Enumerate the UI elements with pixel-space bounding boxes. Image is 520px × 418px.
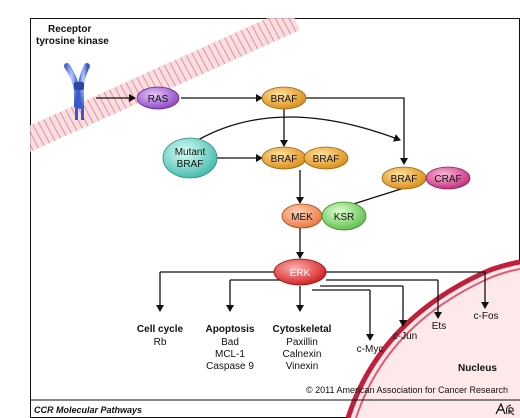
target-cfos: c-Fos [474,311,499,322]
node-braf-hetero: BRAF [381,166,427,190]
svg-text:Calnexin: Calnexin [283,349,322,360]
edge-mutant-hetero [197,116,401,142]
svg-text:CRAF: CRAF [434,174,461,185]
braf-pathway-diagram: Receptor tyrosine kinase Nucleus [30,18,520,418]
aacr-logo [495,402,515,416]
figure-frame: Receptor tyrosine kinase Nucleus [30,18,520,418]
nucleus [345,259,520,418]
svg-text:Bad: Bad [221,337,239,348]
target-cytoskeletal: Cytoskeletal Paxillin Calnexin Vinexin [273,324,332,372]
svg-text:BRAF: BRAF [271,94,298,105]
svg-text:KSR: KSR [334,212,355,223]
node-craf: CRAF [425,166,471,190]
svg-text:MCL-1: MCL-1 [215,349,245,360]
target-cjun: c-Jun [393,331,417,342]
receptor-label-line1: Receptor [48,24,91,35]
svg-text:Paxillin: Paxillin [286,337,318,348]
edge-braf-hetero [306,97,408,165]
cell-membrane [30,18,300,152]
node-ksr: KSR [321,201,367,231]
svg-text:BRAF: BRAF [271,154,298,165]
node-braf-top: BRAF [261,86,307,110]
svg-text:Vinexin: Vinexin [286,361,319,372]
svg-text:BRAF: BRAF [391,174,418,185]
svg-text:Caspase 9: Caspase 9 [206,361,254,372]
target-ets: Ets [432,321,446,332]
receptor-tyrosine-kinase-icon [64,63,90,120]
copyright-text: © 2011 American Association for Cancer R… [306,385,508,395]
node-mutant-braf: Mutant BRAF [162,137,218,179]
svg-text:BRAF: BRAF [313,154,340,165]
target-apoptosis: Apoptosis Bad MCL-1 Caspase 9 [206,324,255,372]
svg-text:Cell cycle: Cell cycle [137,324,184,335]
svg-text:Mutant: Mutant [175,147,206,158]
svg-text:BRAF: BRAF [177,159,204,170]
node-mek: MEK [281,203,323,229]
receptor-label-line2: tyrosine kinase [36,36,109,47]
svg-text:Cytoskeletal: Cytoskeletal [273,324,332,335]
footer-title: CCR Molecular Pathways [34,405,142,415]
svg-text:RAS: RAS [148,94,169,105]
svg-text:MEK: MEK [291,212,313,223]
target-cell-cycle: Cell cycle Rb [137,324,184,348]
nucleus-label: Nucleus [458,363,497,374]
target-cmyc: c-Myc [357,344,384,355]
node-braf-dimer-left: BRAF [261,146,307,170]
node-braf-dimer-right: BRAF [303,146,349,170]
node-erk: ERK [273,258,327,286]
svg-text:Apoptosis: Apoptosis [206,324,255,335]
svg-text:ERK: ERK [290,268,311,279]
svg-text:Rb: Rb [154,337,167,348]
node-ras: RAS [136,86,180,110]
